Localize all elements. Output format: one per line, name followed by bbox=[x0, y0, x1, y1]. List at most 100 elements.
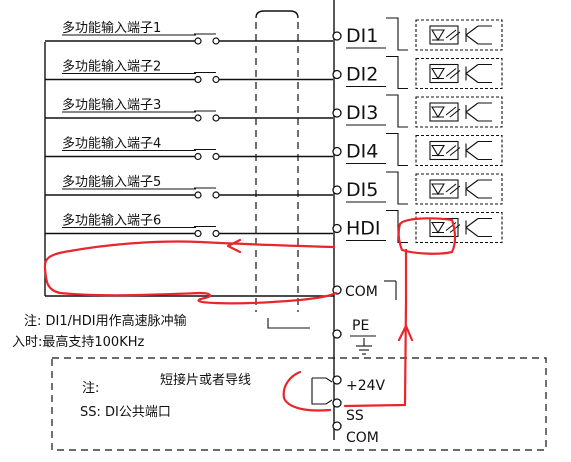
terminal-row-1: 多功能输入端子1 DI1 bbox=[45, 17, 503, 51]
output-leads bbox=[478, 217, 492, 238]
optocoupler-led-box bbox=[429, 63, 459, 84]
optocoupler-frame bbox=[415, 19, 503, 51]
output-leads bbox=[478, 25, 492, 45]
switch-contact-left bbox=[194, 37, 202, 45]
jumper-symbol bbox=[311, 377, 333, 405]
diode-icon bbox=[431, 144, 445, 157]
optocoupler-icon bbox=[415, 211, 503, 244]
pin-terminal bbox=[332, 31, 342, 41]
optocoupler-frame bbox=[415, 134, 503, 167]
red-arrow-head-left bbox=[226, 238, 242, 254]
switch-contact-right bbox=[212, 191, 220, 199]
output-leads bbox=[478, 179, 492, 199]
phototransistor-icon bbox=[465, 25, 479, 45]
switch-contact-left bbox=[194, 152, 202, 161]
pin-label: DI1 bbox=[346, 25, 378, 47]
output-leads bbox=[478, 102, 492, 122]
optocoupler-led-box bbox=[429, 25, 459, 45]
diode-icon bbox=[431, 67, 445, 80]
com-bottom-terminal bbox=[332, 421, 342, 431]
pin-terminal bbox=[332, 185, 342, 195]
optocoupler-icon bbox=[415, 96, 503, 128]
output-leads bbox=[478, 63, 492, 84]
optocoupler-led-box bbox=[429, 179, 459, 199]
pulse-note-line2: 入时:最高支持100KHz bbox=[12, 334, 144, 350]
terminal-row-4: 多功能输入端子4 DI4 bbox=[45, 132, 503, 167]
pin-to-opto-wire bbox=[386, 209, 408, 244]
phototransistor-icon bbox=[465, 218, 479, 237]
red-highlight-jumper bbox=[282, 370, 332, 412]
pe-terminal bbox=[332, 329, 342, 339]
diode-icon bbox=[431, 183, 445, 196]
optocoupler-icon bbox=[415, 57, 503, 90]
com-terminal bbox=[332, 285, 342, 295]
phototransistor-icon bbox=[465, 102, 479, 122]
pin-to-opto-wire bbox=[386, 171, 408, 205]
optocoupler-led-box bbox=[429, 140, 459, 161]
red-highlight-com-loop bbox=[43, 240, 338, 305]
com-bottom-label: COM bbox=[346, 430, 379, 446]
pin-label: HDI bbox=[346, 218, 381, 240]
light-arrows-icon bbox=[445, 68, 461, 79]
com-label: COM bbox=[345, 284, 378, 300]
terminal-label: 多功能输入端子4 bbox=[62, 136, 161, 152]
box-title: 短接片或者导线 bbox=[160, 372, 251, 388]
terminal-row-3: 多功能输入端子3 DI3 bbox=[45, 94, 503, 128]
light-arrows-icon bbox=[445, 145, 461, 156]
phototransistor-icon bbox=[465, 64, 479, 83]
pin-terminal bbox=[332, 69, 342, 80]
optocoupler-frame bbox=[415, 96, 503, 128]
red-highlight-hdi-optocoupler bbox=[397, 217, 457, 255]
optocoupler-icon bbox=[415, 134, 503, 167]
v24-label: +24V bbox=[346, 378, 386, 394]
box-note-label: 注: bbox=[82, 381, 99, 396]
switch-contact-right bbox=[212, 37, 220, 45]
switch-contact-left bbox=[194, 114, 202, 122]
terminal-label: 多功能输入端子2 bbox=[62, 59, 161, 75]
pin-to-opto-wire bbox=[386, 17, 408, 51]
terminal-label: 多功能输入端子5 bbox=[62, 174, 161, 190]
jumper-dashed-box bbox=[51, 357, 547, 451]
ss-label: SS bbox=[346, 408, 364, 424]
terminal-label: 多功能输入端子3 bbox=[62, 97, 161, 113]
pin-to-opto-wire bbox=[386, 55, 408, 90]
light-arrows-icon bbox=[445, 183, 461, 195]
diode-icon bbox=[431, 29, 445, 42]
switch-contact-left bbox=[194, 191, 202, 199]
optocoupler-frame bbox=[415, 173, 503, 205]
optocoupler-led-box bbox=[429, 102, 459, 122]
terminal-label: 多功能输入端子1 bbox=[62, 20, 161, 36]
switch-contact-right bbox=[212, 114, 220, 122]
pin-label: DI4 bbox=[346, 141, 378, 163]
switch-contact-right bbox=[212, 229, 220, 238]
red-arrow-head-up bbox=[397, 324, 414, 342]
pin-to-opto-wire bbox=[386, 94, 408, 128]
terminal-row-6: 多功能输入端子6 HDI bbox=[45, 209, 503, 244]
pe-label: PE bbox=[352, 318, 369, 334]
red-wire-ss-to-hdi bbox=[343, 248, 408, 408]
ss-terminal bbox=[332, 398, 342, 408]
diode-icon bbox=[431, 106, 445, 119]
shield-cable-top-arc bbox=[255, 10, 299, 19]
pin-label: DI3 bbox=[346, 102, 378, 124]
phototransistor-icon bbox=[465, 179, 479, 199]
switch-contact-left bbox=[194, 75, 202, 84]
pulse-note-line1: 注: DI1/HDI用作高速脉冲输 bbox=[24, 313, 187, 329]
optocoupler-icon bbox=[415, 173, 503, 205]
terminal-label: 多功能输入端子6 bbox=[62, 213, 161, 229]
pin-terminal bbox=[332, 223, 342, 234]
pin-terminal bbox=[332, 108, 342, 118]
phototransistor-icon bbox=[465, 141, 479, 160]
output-leads bbox=[478, 140, 492, 161]
pin-to-opto-wire bbox=[386, 132, 408, 167]
diode-icon bbox=[431, 221, 445, 234]
shield-ground-wire bbox=[267, 318, 310, 329]
light-arrows-icon bbox=[445, 29, 461, 41]
pin-terminal bbox=[332, 146, 342, 157]
switch-contact-right bbox=[212, 75, 220, 84]
optocoupler-icon bbox=[415, 19, 503, 51]
